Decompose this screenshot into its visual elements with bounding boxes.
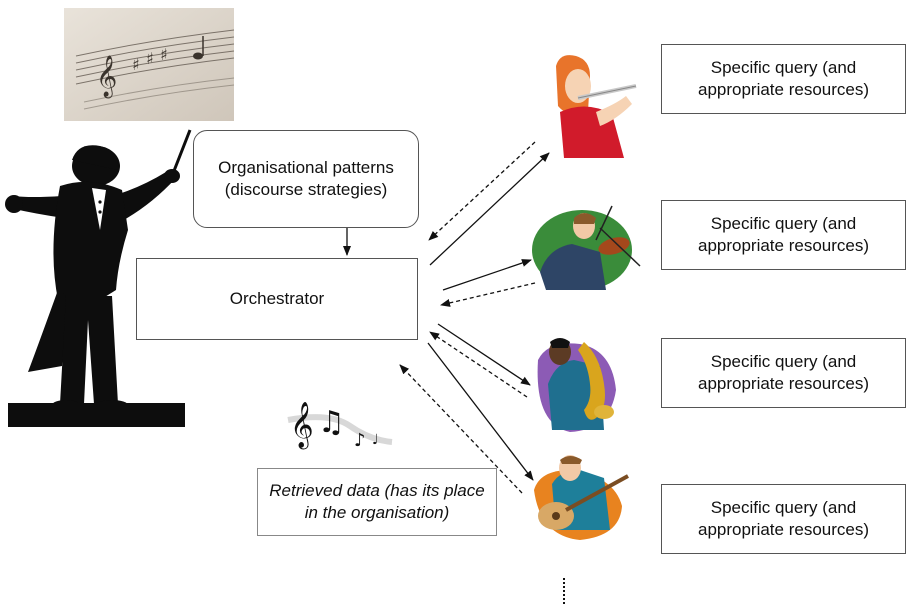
query-box-saxophone: Specific query (and appropriate resource… (661, 338, 906, 408)
query-box-text: Specific query (and appropriate resource… (697, 352, 870, 393)
svg-text:♯: ♯ (132, 55, 140, 74)
organisational-patterns-box: Organisational patterns (discourse strat… (193, 130, 419, 228)
svg-text:𝄞: 𝄞 (290, 402, 314, 450)
retrieved-data-text: Retrieved data (has its place in the org… (269, 481, 485, 522)
query-box-text: Specific query (and appropriate resource… (697, 498, 870, 539)
orchestrator-text: Orchestrator (229, 289, 325, 308)
svg-text:𝄞: 𝄞 (96, 55, 117, 98)
svg-text:♯: ♯ (160, 45, 168, 64)
organisational-patterns-text: Organisational patterns (discourse strat… (218, 158, 394, 199)
query-box-flute: Specific query (and appropriate resource… (661, 44, 906, 114)
query-box-guitar: Specific query (and appropriate resource… (661, 484, 906, 554)
orchestrator-box: Orchestrator (136, 258, 418, 340)
query-box-text: Specific query (and appropriate resource… (697, 58, 870, 99)
svg-text:♫: ♫ (318, 405, 345, 440)
query-box-violin: Specific query (and appropriate resource… (661, 200, 906, 270)
svg-text:♪: ♪ (354, 430, 366, 451)
retrieved-data-box: Retrieved data (has its place in the org… (257, 468, 497, 536)
svg-text:♩: ♩ (372, 432, 379, 448)
svg-text:♯: ♯ (146, 49, 154, 68)
query-box-text: Specific query (and appropriate resource… (697, 214, 870, 255)
